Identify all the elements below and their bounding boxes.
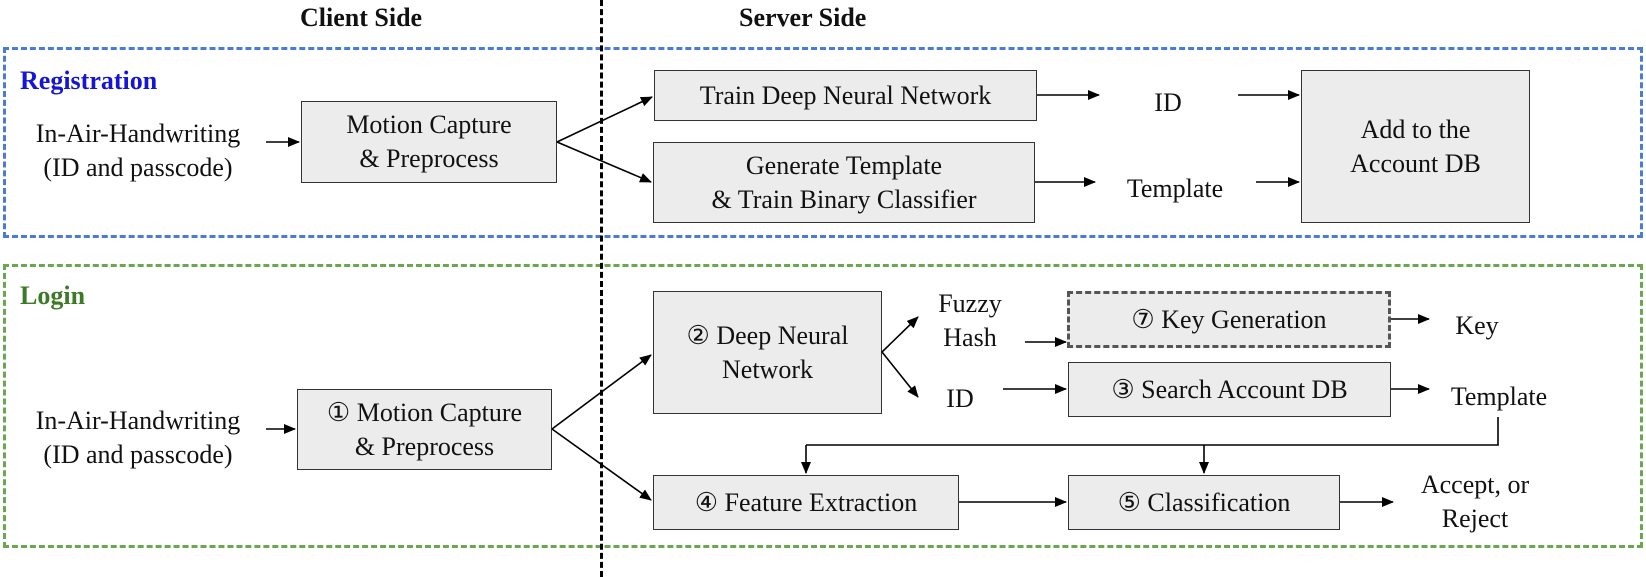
login-input-line1: In-Air-Handwriting <box>35 406 241 435</box>
accept-reject-line1: Accept, or <box>1420 470 1530 499</box>
registration-motion-capture-box: Motion Capture & Preprocess <box>301 101 557 183</box>
generate-template-line1: Generate Template <box>745 150 943 180</box>
login-input-text: In-Air-Handwriting (ID and passcode) <box>18 404 258 472</box>
registration-input-text: In-Air-Handwriting (ID and passcode) <box>18 117 258 185</box>
fuzzy-hash-label: Fuzzy Hash <box>920 287 1020 355</box>
login-region <box>3 264 1643 548</box>
registration-input-line1: In-Air-Handwriting <box>35 119 241 148</box>
train-dnn-label: Train Deep Neural Network <box>699 80 992 110</box>
template-feedback-line <box>806 417 1499 446</box>
accept-reject-line2: Reject <box>1441 504 1509 533</box>
arrow-capture-to-dnn <box>551 354 652 430</box>
generate-template-box: Generate Template & Train Binary Classif… <box>653 142 1035 223</box>
arrow-dnn-to-fuzzy-hash <box>881 316 919 353</box>
add-to-account-db-box: Add to the Account DB <box>1301 70 1530 223</box>
key-generation-label: ⑦ Key Generation <box>1131 304 1327 334</box>
registration-template-label: Template <box>1126 174 1224 203</box>
login-input-line2: (ID and passcode) <box>43 440 233 469</box>
key-generation-box: ⑦ Key Generation <box>1067 291 1391 348</box>
classification-label: ⑤ Classification <box>1117 487 1291 517</box>
registration-capture-line1: Motion Capture <box>346 110 512 139</box>
feature-extraction-box: ④ Feature Extraction <box>653 475 959 530</box>
registration-capture-line2: & Preprocess <box>359 144 499 173</box>
arrow-reg-capture-to-train <box>556 96 653 143</box>
search-account-db-label: ③ Search Account DB <box>1111 374 1348 404</box>
deep-neural-network-box: ② Deep Neural Network <box>653 291 882 414</box>
registration-input-line2: (ID and passcode) <box>43 153 233 182</box>
search-account-db-box: ③ Search Account DB <box>1068 362 1391 417</box>
client-server-divider <box>600 0 603 577</box>
login-motion-capture-box: ① Motion Capture & Preprocess <box>297 389 552 470</box>
fuzzy-hash-line1: Fuzzy <box>938 289 1002 318</box>
arrow-reg-capture-to-generate <box>556 141 652 183</box>
arrow-dnn-to-id <box>881 351 919 398</box>
add-db-line2: Account DB <box>1350 148 1481 178</box>
dnn-line2: Network <box>722 354 813 384</box>
dnn-line1: ② Deep Neural <box>686 320 849 350</box>
registration-title: Registration <box>20 66 158 95</box>
login-id-label: ID <box>946 384 974 413</box>
login-capture-line1: ① Motion Capture <box>326 397 523 427</box>
classification-box: ⑤ Classification <box>1068 475 1340 530</box>
login-template-label: Template <box>1450 382 1548 411</box>
accept-reject-label: Accept, or Reject <box>1405 468 1545 536</box>
key-label: Key <box>1455 311 1499 340</box>
generate-template-line2: & Train Binary Classifier <box>711 184 977 214</box>
arrow-capture-to-feature <box>551 428 652 501</box>
fuzzy-hash-line2: Hash <box>943 323 997 352</box>
registration-id-label: ID <box>1154 88 1182 117</box>
add-db-line1: Add to the <box>1360 114 1471 144</box>
feature-extraction-label: ④ Feature Extraction <box>694 487 918 517</box>
login-title: Login <box>20 281 86 310</box>
registration-region <box>3 47 1643 238</box>
login-capture-line2: & Preprocess <box>354 431 495 461</box>
client-side-header: Client Side <box>300 3 423 32</box>
server-side-header: Server Side <box>739 3 867 32</box>
train-dnn-box: Train Deep Neural Network <box>654 70 1037 121</box>
